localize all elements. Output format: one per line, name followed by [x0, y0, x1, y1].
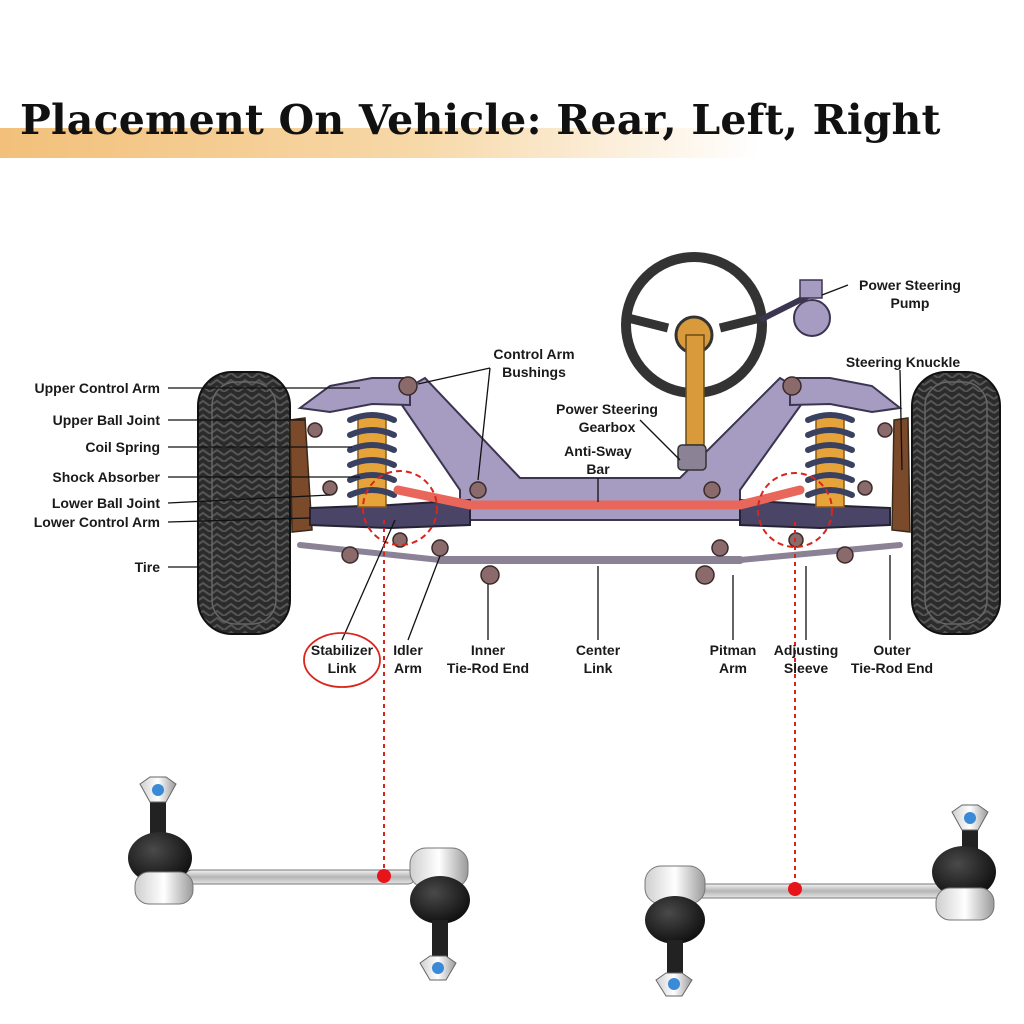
label-steering-knuckle: Steering Knuckle	[846, 354, 961, 370]
label-power-steering-pump-line1: Power Steering	[859, 277, 961, 293]
upper-control-arm-right	[789, 377, 903, 414]
label-idler-arm-line1: Idler	[393, 642, 423, 658]
coil-spring-icon	[347, 412, 397, 508]
label-power-steering-gearbox-line1: Power Steering	[556, 401, 658, 417]
label-control-arm-bushings-line2: Bushings	[502, 364, 566, 380]
label-inner-tie-rod-end-line1: Inner	[471, 642, 506, 658]
tire-right	[911, 371, 1001, 635]
steering-knuckle-left	[289, 417, 313, 533]
tie-rod-right	[737, 542, 903, 563]
label-leaders	[167, 284, 903, 641]
label-upper-ball-joint: Upper Ball Joint	[53, 412, 161, 428]
label-shock-absorber: Shock Absorber	[52, 469, 160, 485]
power-steering-gearbox	[677, 444, 707, 471]
label-idler-arm-line2: Arm	[394, 660, 422, 676]
label-control-arm-bushings-line1: Control Arm	[493, 346, 574, 362]
label-center-link-line2: Link	[584, 660, 613, 676]
label-lower-control-arm: Lower Control Arm	[34, 514, 160, 530]
power-steering-pump	[758, 279, 831, 337]
stabilizer-link-right	[644, 804, 996, 997]
label-outer-tie-rod-end-line1: Outer	[873, 642, 911, 658]
label-lower-ball-joint: Lower Ball Joint	[52, 495, 160, 511]
stabilizer-mark-left	[377, 869, 391, 883]
label-tire: Tire	[135, 559, 161, 575]
stabilizer-highlight-left	[362, 470, 438, 546]
tie-rod-left	[297, 542, 443, 563]
label-adjusting-sleeve-line1: Adjusting	[774, 642, 839, 658]
stabilizer-mark-right	[788, 882, 802, 896]
label-coil-spring: Coil Spring	[85, 439, 160, 455]
label-power-steering-gearbox-line2: Gearbox	[579, 419, 636, 435]
coil-spring-right	[805, 412, 855, 508]
label-upper-control-arm: Upper Control Arm	[35, 380, 160, 396]
steering-knuckle-right	[891, 417, 911, 533]
steering-column	[685, 334, 705, 446]
page-title: Placement On Vehicle: Rear, Left, Right	[20, 96, 941, 144]
label-adjusting-sleeve-line2: Sleeve	[784, 660, 829, 676]
label-power-steering-pump-line2: Pump	[891, 295, 930, 311]
title-highlight-band	[0, 128, 760, 158]
label-stabilizer-link-line2: Link	[328, 660, 357, 676]
tire-left	[197, 371, 291, 635]
label-stabilizer-link-line1: Stabilizer	[311, 642, 374, 658]
label-pitman-arm-line1: Pitman	[710, 642, 757, 658]
label-outer-tie-rod-end-line2: Tie-Rod End	[851, 660, 933, 676]
anti-sway-bar	[393, 485, 805, 510]
upper-control-arm-left	[297, 377, 411, 414]
lower-control-arm-right	[739, 498, 891, 530]
label-pitman-arm-line2: Arm	[719, 660, 747, 676]
stabilizer-link-callout	[303, 632, 381, 688]
label-center-link-line1: Center	[576, 642, 621, 658]
lower-control-arm-left	[309, 498, 471, 530]
stabilizer-highlight-right	[757, 472, 833, 548]
label-anti-sway-bar-line2: Bar	[586, 461, 610, 477]
stabilizer-link-icon	[128, 776, 470, 981]
label-inner-tie-rod-end-line2: Tie-Rod End	[447, 660, 529, 676]
label-anti-sway-bar-line1: Anti-Sway	[564, 443, 632, 459]
joints	[307, 376, 893, 585]
